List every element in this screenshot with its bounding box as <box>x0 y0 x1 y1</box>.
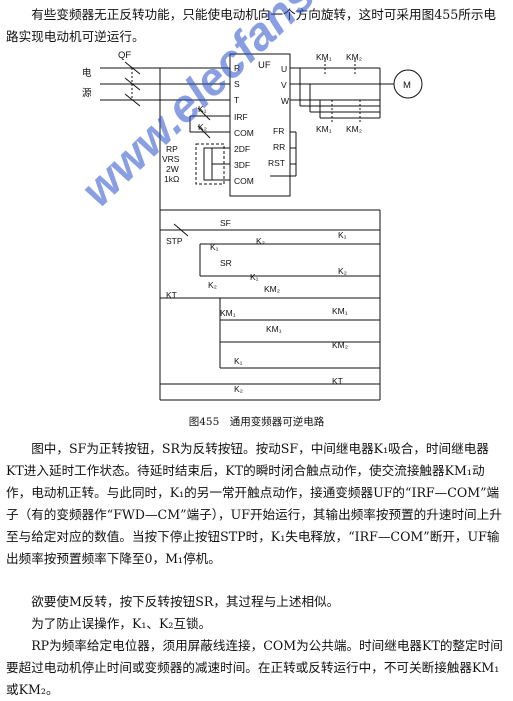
body-paragraph-1: 图中，SF为正转按钮，SR为反转按钮。按动SF，中间继电器K₁吸合，时间继电器K… <box>6 441 502 566</box>
inverter-irf-label: IRF <box>234 112 248 122</box>
ladder-km1-a-label: KM₁ <box>220 308 236 318</box>
ladder-k2-b-label: K₂ <box>208 280 217 290</box>
potentiometer <box>195 143 230 185</box>
km1-top-label: KM₁ <box>316 52 332 62</box>
figure-caption: 图455 通用变频器可逆电路 <box>188 416 325 428</box>
source-label-1: 电 <box>82 67 92 79</box>
output-v-label: V <box>281 80 287 90</box>
1kohm-label: 1kΩ <box>164 174 179 184</box>
output-lines <box>270 60 394 177</box>
inverter-2df-label: 2DF <box>234 144 250 154</box>
inverter-3df-label: 3DF <box>234 160 250 170</box>
inverter-r-label: R <box>234 63 240 73</box>
km1-bottom-label: KM₁ <box>316 124 332 134</box>
coil-km2-label: KM₂ <box>332 340 348 350</box>
inverter-uf-label: UF <box>258 60 271 71</box>
ladder-kt-contact-label: KT <box>166 290 177 300</box>
km2-top-label: KM₂ <box>346 52 362 62</box>
rst-label: RST <box>268 158 285 168</box>
sf-label: SF <box>220 218 231 228</box>
ladder-k1-a-label: K₁ <box>210 242 219 252</box>
ladder-km1-b-label: KM₁ <box>266 324 282 334</box>
power-input-lines <box>100 61 230 107</box>
output-u-label: U <box>281 64 287 74</box>
km2-bottom-label: KM₂ <box>346 124 362 134</box>
intro-paragraph: 有些变频器无正反转功能，只能使电动机向一个方向旋转，这时可采用图455所示电路实… <box>6 7 497 44</box>
coil-k2-label: K₂ <box>338 266 347 276</box>
output-w-label: W <box>281 96 289 106</box>
ladder-km2-contact-label: KM₂ <box>264 284 280 294</box>
inverter-s-label: S <box>234 79 240 89</box>
qf-label: QF <box>118 50 131 61</box>
irf-k1-label: K₁ <box>198 104 207 114</box>
sr-label: SR <box>220 258 232 268</box>
ladder-k2-c-label: K₂ <box>234 384 243 394</box>
body-paragraph-2: 欲要使M反转，按下反转按钮SR，其过程与上述相似。 <box>31 594 340 609</box>
rp-label: RP <box>166 144 178 154</box>
source-label-2: 源 <box>82 88 92 99</box>
motor-label: M <box>403 80 411 91</box>
body-paragraph-4: RP为频率给定电位器，须用屏蔽线连接，COM为公共端。时间继电器KT的整定时间要… <box>6 638 503 697</box>
circuit-diagram: QF 电 源 R S T IRF COM 2DF 3DF COM UF U V … <box>82 50 423 401</box>
coil-km1-label: KM₁ <box>332 306 348 316</box>
2w-label: 2W <box>166 164 179 174</box>
body-paragraph-3: 为了防止误操作，K₁、K₂互锁。 <box>31 616 212 631</box>
control-ladder <box>159 68 381 401</box>
coil-k1-label: K₁ <box>338 230 347 240</box>
fr-label: FR <box>273 126 284 136</box>
ladder-k1-c-label: K₁ <box>234 356 243 366</box>
irf-k2-label: K₂ <box>198 122 207 132</box>
inverter-box <box>229 53 291 197</box>
motor-symbol <box>393 69 423 99</box>
inverter-com2-label: COM <box>234 176 254 186</box>
rr-label: RR <box>273 142 285 152</box>
vrs-label: VRS <box>162 154 180 164</box>
inverter-t-label: T <box>234 95 239 105</box>
coil-kt-label: KT <box>332 376 343 386</box>
inverter-com-label: COM <box>234 128 254 138</box>
ladder-k2-a-label: K₂ <box>256 236 265 246</box>
irf-relay-contacts <box>189 107 230 139</box>
ladder-k1-b-label: K₁ <box>250 272 259 282</box>
stp-label: STP <box>166 236 183 246</box>
